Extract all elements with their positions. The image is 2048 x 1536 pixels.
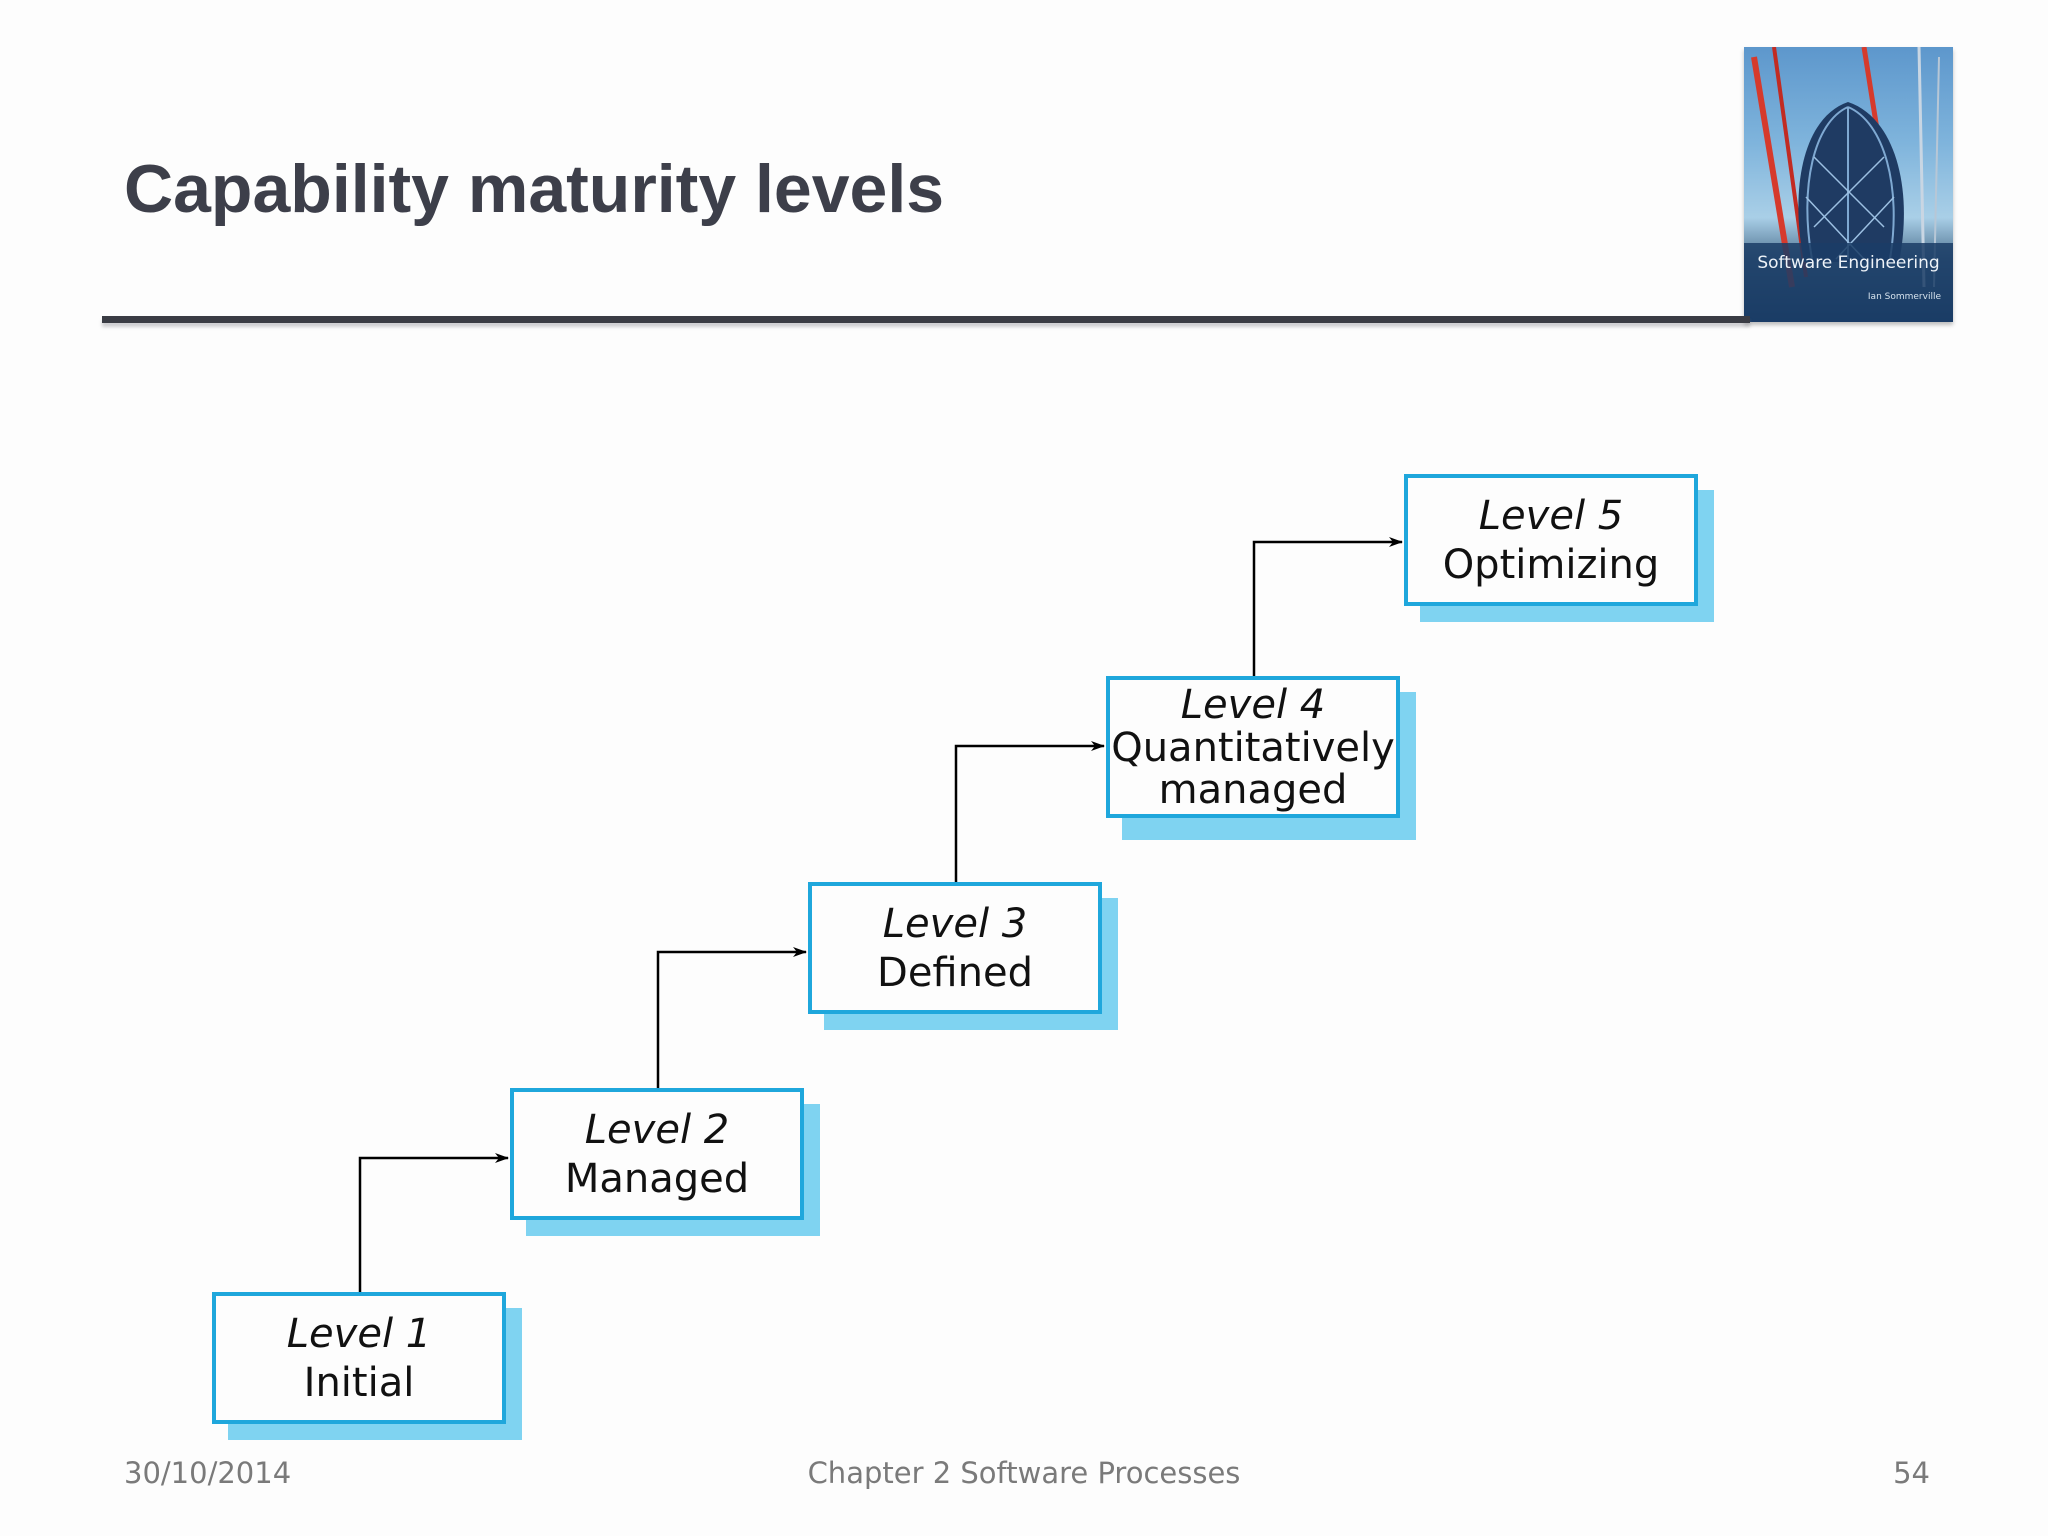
level-5-box: Level 5 Optimizing bbox=[1404, 474, 1698, 606]
arrow-level2-to-level3 bbox=[658, 952, 806, 1092]
level-4-box: Level 4 Quantitatively managed bbox=[1106, 676, 1400, 818]
level-3-name: Defined bbox=[877, 949, 1033, 997]
arrow-level1-to-level2 bbox=[360, 1158, 508, 1296]
level-1-box: Level 1 Initial bbox=[212, 1292, 506, 1424]
level-2-name: Managed bbox=[565, 1155, 749, 1203]
level-2-box: Level 2 Managed bbox=[510, 1088, 804, 1220]
level-4-name-line1: Quantitatively bbox=[1111, 727, 1395, 769]
level-5-name: Optimizing bbox=[1443, 541, 1660, 589]
level-4-number: Level 4 bbox=[1181, 683, 1325, 727]
level-4-name-line2: managed bbox=[1159, 769, 1348, 811]
level-1-number: Level 1 bbox=[287, 1309, 431, 1359]
level-3-number: Level 3 bbox=[883, 899, 1027, 949]
arrow-level4-to-level5 bbox=[1254, 542, 1402, 682]
level-3-box: Level 3 Defined bbox=[808, 882, 1102, 1014]
level-1-name: Initial bbox=[304, 1359, 415, 1407]
level-2-number: Level 2 bbox=[585, 1105, 729, 1155]
page-number: 54 bbox=[1893, 1456, 1930, 1490]
level-5-number: Level 5 bbox=[1479, 491, 1623, 541]
arrow-level3-to-level4 bbox=[956, 746, 1104, 886]
footer-chapter: Chapter 2 Software Processes bbox=[0, 1456, 2048, 1490]
